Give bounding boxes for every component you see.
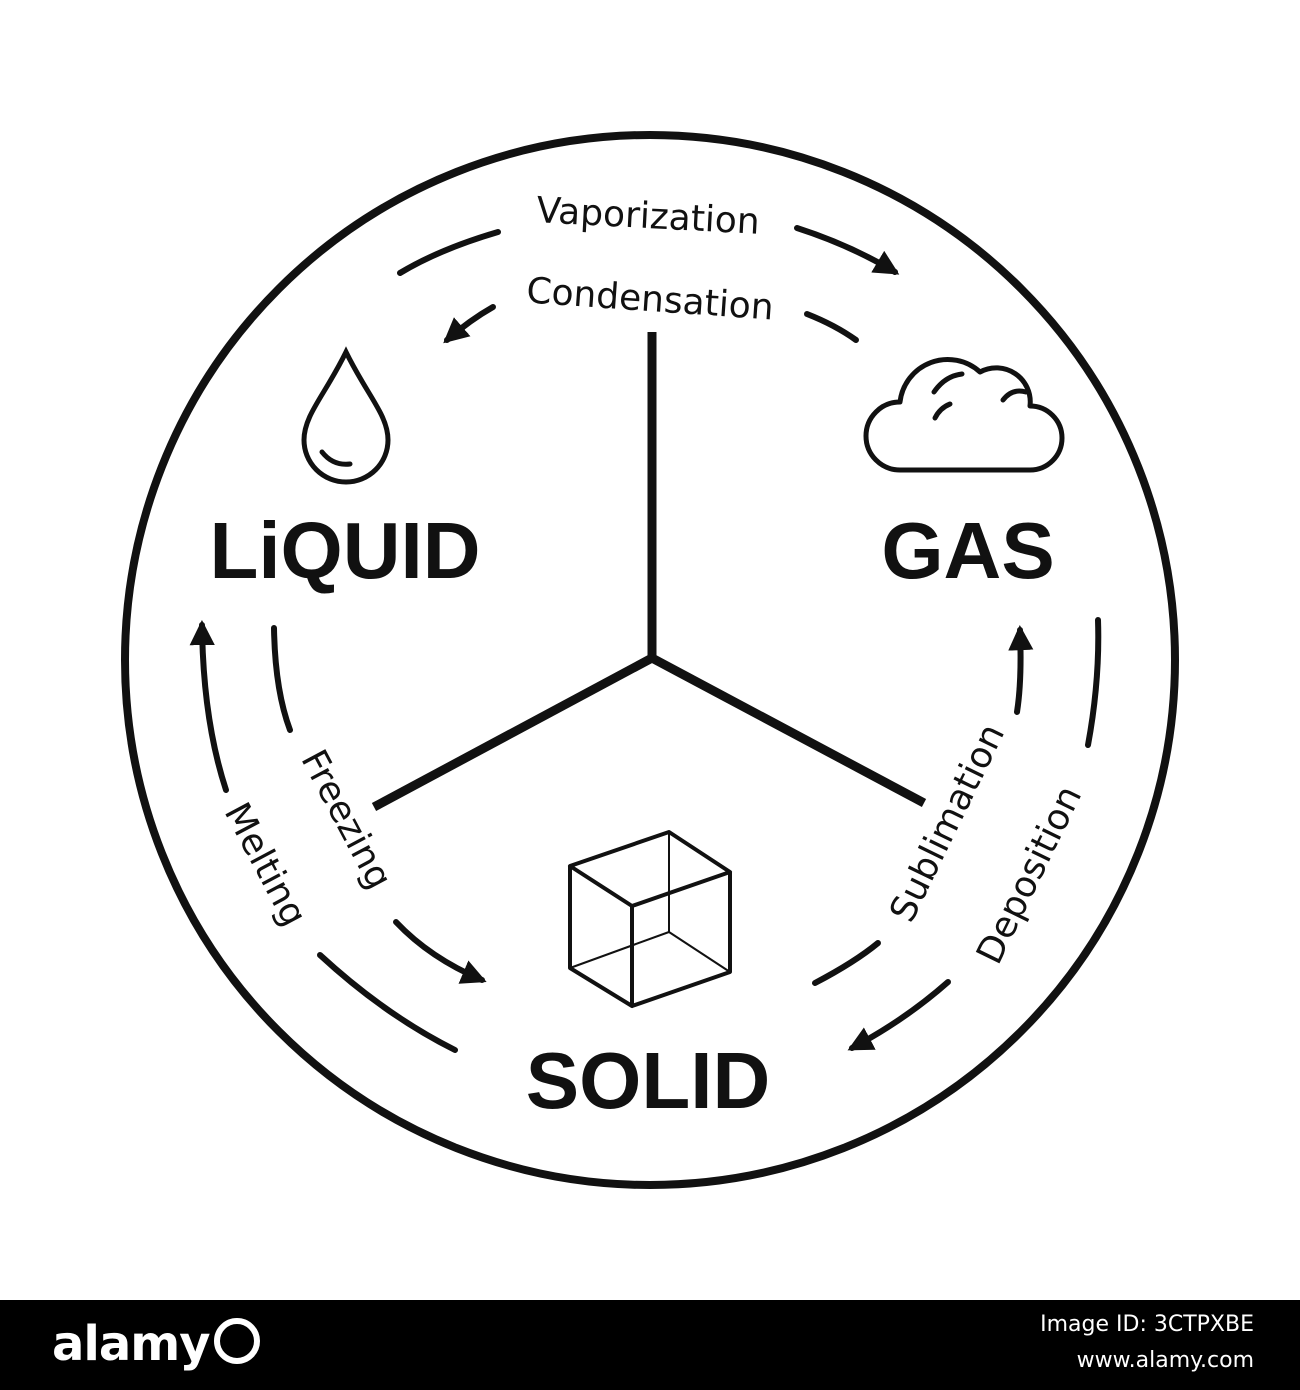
gas-label: GAS	[881, 506, 1054, 595]
liquid-label: LiQUID	[209, 506, 480, 595]
image-id-text: Image ID: 3CTPXBE	[1040, 1312, 1254, 1337]
vaporization-arrow	[397, 225, 900, 276]
condensation-arrow	[443, 304, 859, 344]
sublimation-arrow	[812, 624, 1034, 986]
vaporization-label: Vaporization	[535, 190, 760, 243]
brand-mark-icon	[213, 1318, 260, 1364]
site-url-text: www.alamy.com	[1076, 1348, 1254, 1373]
sublimation-label: Sublimation	[882, 718, 1013, 929]
cloud-icon	[863, 357, 1065, 473]
cube-icon	[568, 830, 732, 1008]
center-divider	[371, 332, 927, 811]
freezing-arrow	[271, 625, 487, 984]
condensation-label: Condensation	[525, 270, 775, 328]
deposition-label: Deposition	[969, 779, 1090, 970]
solid-label: SOLID	[526, 1036, 770, 1125]
deposition-arrow	[847, 617, 1102, 1051]
melting-arrow	[189, 619, 458, 1053]
brand-logo: alamy	[52, 1316, 260, 1372]
freezing-label: Freezing	[293, 743, 400, 896]
watermark-footer: alamy Image ID: 3CTPXBE www.alamy.com	[0, 1300, 1300, 1390]
states-of-matter-diagram: Vaporization Condensation Freezing Melti…	[121, 131, 1179, 1189]
melting-label: Melting	[216, 796, 315, 933]
outer-circle	[121, 131, 1179, 1189]
water-drop-icon	[301, 346, 391, 485]
brand-text: alamy	[52, 1316, 211, 1372]
